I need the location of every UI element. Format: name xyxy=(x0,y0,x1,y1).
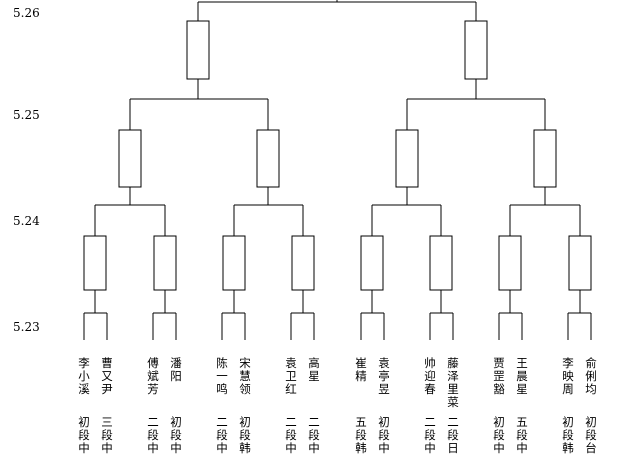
player-rank: 二段中 xyxy=(285,415,297,455)
match-box xyxy=(153,235,177,291)
player-name: 袁亭昱 xyxy=(378,356,390,396)
player-rank: 二段日 xyxy=(447,415,459,455)
player-name: 曹又尹 xyxy=(101,356,113,396)
player-rank: 初段中 xyxy=(493,415,505,455)
match-box xyxy=(360,235,384,291)
player-name: 帅迎春 xyxy=(424,356,436,396)
player-name: 藤泽里菜 xyxy=(447,356,459,409)
player-entry: 崔 精五段韩 xyxy=(354,356,379,455)
player-name: 俞俐均 xyxy=(585,356,597,396)
round-date-label: 5.24 xyxy=(13,214,40,228)
player-entry: 傅斌芳二段中 xyxy=(146,356,160,455)
match-box xyxy=(222,235,246,291)
match-box xyxy=(83,235,107,291)
player-entry: 陈一鸣二段中 xyxy=(215,356,229,455)
player-rank: 初段中 xyxy=(378,415,390,455)
player-name: 袁卫红 xyxy=(285,356,297,396)
round-date-label: 5.26 xyxy=(13,6,40,20)
match-box xyxy=(568,235,592,291)
player-entry: 高 星二段中 xyxy=(307,356,332,455)
match-box xyxy=(498,235,522,291)
player-entry: 帅迎春二段中 xyxy=(423,356,437,455)
player-entry: 袁亭昱初段中 xyxy=(377,356,391,455)
match-box xyxy=(464,20,488,80)
round-date-label: 5.23 xyxy=(13,320,40,334)
player-rank: 初段韩 xyxy=(562,415,574,455)
round-date-label: 5.25 xyxy=(13,108,40,122)
player-rank: 初段中 xyxy=(170,415,182,455)
player-name: 贾罡豁 xyxy=(493,356,505,396)
player-rank: 二段中 xyxy=(147,415,159,455)
player-entry: 俞俐均初段台 xyxy=(584,356,598,455)
player-name: 王晨星 xyxy=(516,356,528,396)
match-box xyxy=(256,129,280,188)
player-rank: 五段韩 xyxy=(355,415,367,455)
player-entry: 曹又尹三段中 xyxy=(100,356,114,455)
player-rank: 初段韩 xyxy=(239,415,251,455)
player-name: 李映周 xyxy=(562,356,574,396)
player-name: 潘 阳 xyxy=(170,356,194,383)
player-entry: 藤泽里菜二段日 xyxy=(446,356,460,455)
player-rank: 初段台 xyxy=(585,415,597,455)
match-box xyxy=(429,235,453,291)
player-entry: 贾罡豁初段中 xyxy=(492,356,506,455)
player-entry: 王晨星五段中 xyxy=(515,356,529,455)
player-name: 傅斌芳 xyxy=(147,356,159,396)
player-rank: 二段中 xyxy=(424,415,436,455)
player-rank: 二段中 xyxy=(216,415,228,455)
player-name: 陈一鸣 xyxy=(216,356,228,396)
player-rank: 二段中 xyxy=(308,415,320,455)
player-entry: 李映周初段韩 xyxy=(561,356,575,455)
player-name: 李小溪 xyxy=(78,356,90,396)
player-name: 高 星 xyxy=(308,356,332,383)
player-entry: 袁卫红二段中 xyxy=(284,356,298,455)
match-box xyxy=(395,129,419,188)
player-name: 宋慧领 xyxy=(239,356,251,396)
match-box xyxy=(118,129,142,188)
match-box xyxy=(533,129,557,188)
player-name: 崔 精 xyxy=(355,356,379,383)
player-entry: 李小溪初段中 xyxy=(77,356,91,455)
player-rank: 三段中 xyxy=(101,415,113,455)
match-box xyxy=(186,20,210,80)
player-rank: 初段中 xyxy=(78,415,90,455)
match-box xyxy=(291,235,315,291)
player-entry: 潘 阳初段中 xyxy=(169,356,194,455)
player-entry: 宋慧领初段韩 xyxy=(238,356,252,455)
player-rank: 五段中 xyxy=(516,415,528,455)
